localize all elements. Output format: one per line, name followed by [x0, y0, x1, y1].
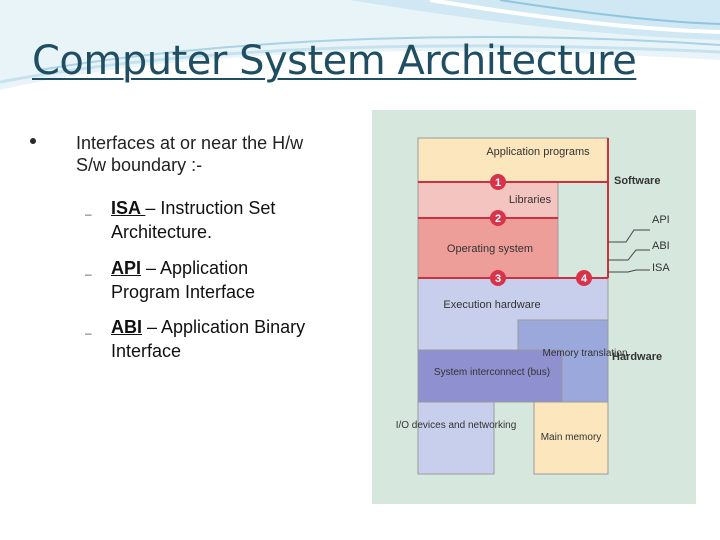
- bullet-marker: [30, 138, 36, 144]
- marker-2: 2: [490, 210, 506, 226]
- io-block: [417, 401, 495, 475]
- main-memory-block: [533, 401, 609, 475]
- os-label: Operating system: [447, 243, 533, 255]
- api-label: API: [652, 214, 670, 226]
- desc-api: – Application Program Interface: [111, 258, 256, 302]
- memory-label: Memory translation: [542, 348, 627, 359]
- interconnect-block: [417, 349, 563, 403]
- dash-marker: –: [85, 267, 92, 281]
- api-leader: [608, 229, 650, 243]
- marker-2-number: 2: [495, 213, 501, 225]
- term-isa: ISA: [111, 198, 146, 218]
- software-label: Software: [614, 175, 660, 187]
- execution-label: Execution hardware: [443, 299, 540, 311]
- libraries-block: [417, 181, 559, 219]
- marker-4: 4: [576, 270, 592, 286]
- slide-title: Computer System Architecture: [32, 38, 637, 84]
- libraries-label: Libraries: [509, 194, 552, 206]
- application-block: [417, 137, 609, 183]
- marker-1: 1: [490, 174, 506, 190]
- desc-isa: – Instruction Set Architecture.: [111, 198, 276, 242]
- application-label: Application programs: [486, 146, 590, 158]
- abi-label: ABI: [652, 240, 670, 252]
- marker-4-number: 4: [581, 273, 588, 285]
- header-swoosh: [0, 0, 720, 90]
- term-api: API: [111, 258, 142, 278]
- dash-marker: –: [85, 207, 92, 221]
- term-abi: ABI: [111, 317, 142, 337]
- isa-leader: [608, 269, 650, 273]
- isa-label: ISA: [652, 262, 670, 274]
- io-label: I/O devices and networking: [396, 420, 517, 431]
- abi-leader: [608, 249, 650, 261]
- interconnect-label: System interconnect (bus): [434, 367, 550, 378]
- desc-abi: – Application Binary Interface: [111, 317, 306, 361]
- marker-3: 3: [490, 270, 506, 286]
- marker-1-number: 1: [495, 177, 501, 189]
- main-memory-label: Main memory: [541, 432, 602, 443]
- architecture-diagram: Application programs Libraries Operating…: [372, 110, 696, 504]
- marker-3-number: 3: [495, 273, 501, 285]
- dash-marker: –: [85, 326, 92, 340]
- hardware-label: Hardware: [612, 351, 662, 363]
- bullet-text: Interfaces at or near the H/w S/w bounda…: [76, 133, 304, 175]
